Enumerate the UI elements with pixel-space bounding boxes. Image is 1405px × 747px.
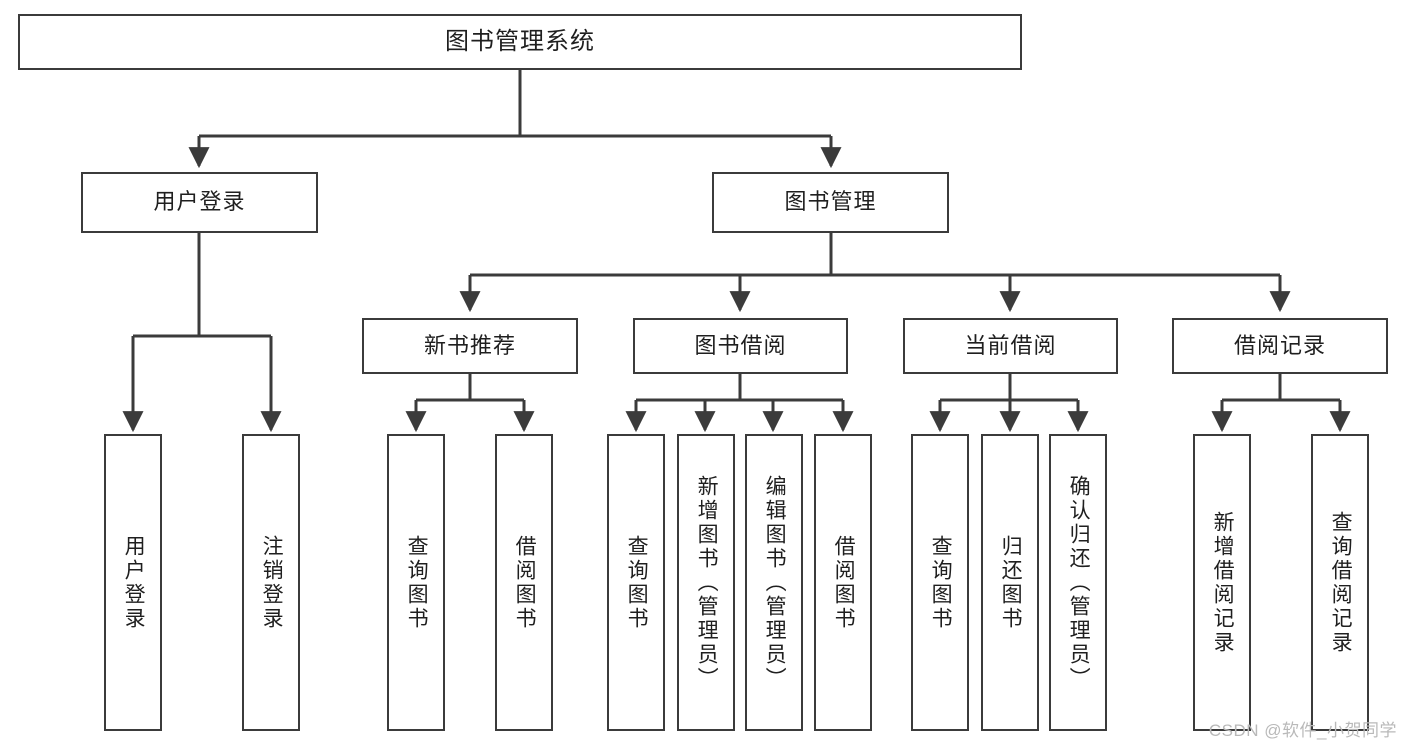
- leaf-return-books[interactable]: 归还图书: [981, 434, 1039, 731]
- leaf-query-books-newbook[interactable]: 查询图书: [387, 434, 445, 731]
- leaf-edit-book-admin-label: 编辑图书（管理员）: [763, 474, 787, 691]
- node-user-login-label: 用户登录: [153, 189, 246, 215]
- leaf-borrow-books-borrow[interactable]: 借阅图书: [814, 434, 872, 731]
- node-current-borrow[interactable]: 当前借阅: [903, 318, 1118, 374]
- leaf-edit-book-admin[interactable]: 编辑图书（管理员）: [745, 434, 803, 731]
- node-borrow-record-label: 借阅记录: [1233, 332, 1326, 358]
- node-book-management-label: 图书管理: [784, 189, 877, 215]
- leaf-borrow-books-borrow-label: 借阅图书: [832, 534, 856, 631]
- leaf-add-borrow-record[interactable]: 新增借阅记录: [1193, 434, 1251, 731]
- leaf-logout-label: 注销登录: [260, 534, 284, 631]
- leaf-borrow-books-newbook[interactable]: 借阅图书: [495, 434, 553, 731]
- node-new-book-recommend[interactable]: 新书推荐: [362, 318, 578, 374]
- leaf-add-book-admin-label: 新增图书（管理员）: [695, 474, 719, 691]
- leaf-query-books-newbook-label: 查询图书: [405, 534, 429, 631]
- leaf-add-borrow-record-label: 新增借阅记录: [1211, 510, 1235, 655]
- node-root[interactable]: 图书管理系统: [18, 14, 1022, 70]
- node-book-borrow[interactable]: 图书借阅: [633, 318, 848, 374]
- node-root-label: 图书管理系统: [445, 27, 595, 55]
- leaf-logout[interactable]: 注销登录: [242, 434, 300, 731]
- leaf-query-books-borrow-label: 查询图书: [625, 534, 649, 631]
- leaf-add-book-admin[interactable]: 新增图书（管理员）: [677, 434, 735, 731]
- node-borrow-record[interactable]: 借阅记录: [1172, 318, 1388, 374]
- leaf-query-borrow-record[interactable]: 查询借阅记录: [1311, 434, 1369, 731]
- leaf-user-login[interactable]: 用户登录: [104, 434, 162, 731]
- node-current-borrow-label: 当前借阅: [964, 332, 1057, 358]
- leaf-confirm-return-admin-label: 确认归还（管理员）: [1067, 474, 1091, 691]
- node-book-borrow-label: 图书借阅: [694, 332, 787, 358]
- leaf-query-books-borrow[interactable]: 查询图书: [607, 434, 665, 731]
- node-user-login[interactable]: 用户登录: [81, 172, 318, 233]
- leaf-query-books-current-label: 查询图书: [929, 534, 953, 631]
- leaf-user-login-label: 用户登录: [122, 534, 146, 631]
- leaf-confirm-return-admin[interactable]: 确认归还（管理员）: [1049, 434, 1107, 731]
- leaf-query-books-current[interactable]: 查询图书: [911, 434, 969, 731]
- leaf-borrow-books-newbook-label: 借阅图书: [513, 534, 537, 631]
- leaf-return-books-label: 归还图书: [999, 534, 1023, 631]
- leaf-query-borrow-record-label: 查询借阅记录: [1329, 510, 1353, 655]
- node-new-book-recommend-label: 新书推荐: [423, 332, 516, 358]
- node-book-management[interactable]: 图书管理: [712, 172, 949, 233]
- csdn-watermark: CSDN @软件_小贺同学: [1208, 721, 1397, 740]
